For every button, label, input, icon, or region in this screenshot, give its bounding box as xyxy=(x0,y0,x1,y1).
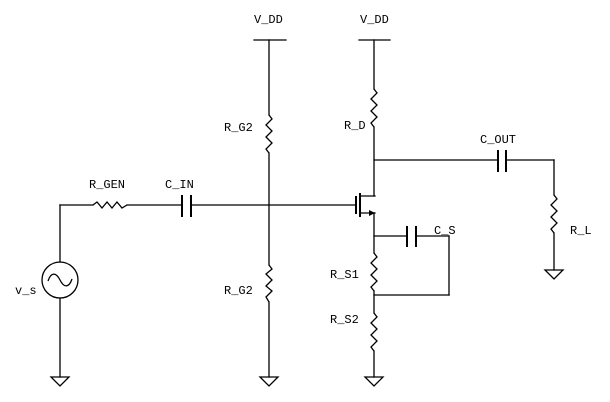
label-vdd-left: V_DD xyxy=(254,13,283,27)
resistor-r-s2 xyxy=(370,312,378,352)
ground-icon xyxy=(258,376,280,387)
label-r-l: R_L xyxy=(570,224,592,238)
label-r-g2-bottom: R_G2 xyxy=(224,284,253,298)
ground-icon xyxy=(543,269,565,280)
label-c-in: C_IN xyxy=(165,178,194,192)
resistor-r-gen xyxy=(92,200,128,210)
label-c-out: C_OUT xyxy=(480,133,516,147)
resistor-r-s1 xyxy=(370,252,378,292)
label-r-gen: R_GEN xyxy=(89,178,125,192)
label-r-d: R_D xyxy=(344,119,366,133)
label-r-s1: R_S1 xyxy=(330,268,359,282)
label-r-g2-top: R_G2 xyxy=(224,121,253,135)
label-r-s2: R_S2 xyxy=(330,313,359,327)
resistor-r-g2-top xyxy=(265,114,273,154)
resistor-r-g2-bottom xyxy=(265,264,273,303)
label-c-s: C_S xyxy=(434,224,456,238)
sine-wave-icon xyxy=(47,273,73,287)
ground-icon xyxy=(363,376,385,387)
mosfet-arrow-icon xyxy=(369,210,375,216)
ground-icon xyxy=(49,376,71,387)
resistor-r-l xyxy=(550,194,558,234)
label-vdd-right: V_DD xyxy=(360,13,389,27)
resistor-r-d xyxy=(370,88,378,128)
label-v-s: v_s xyxy=(15,284,37,298)
